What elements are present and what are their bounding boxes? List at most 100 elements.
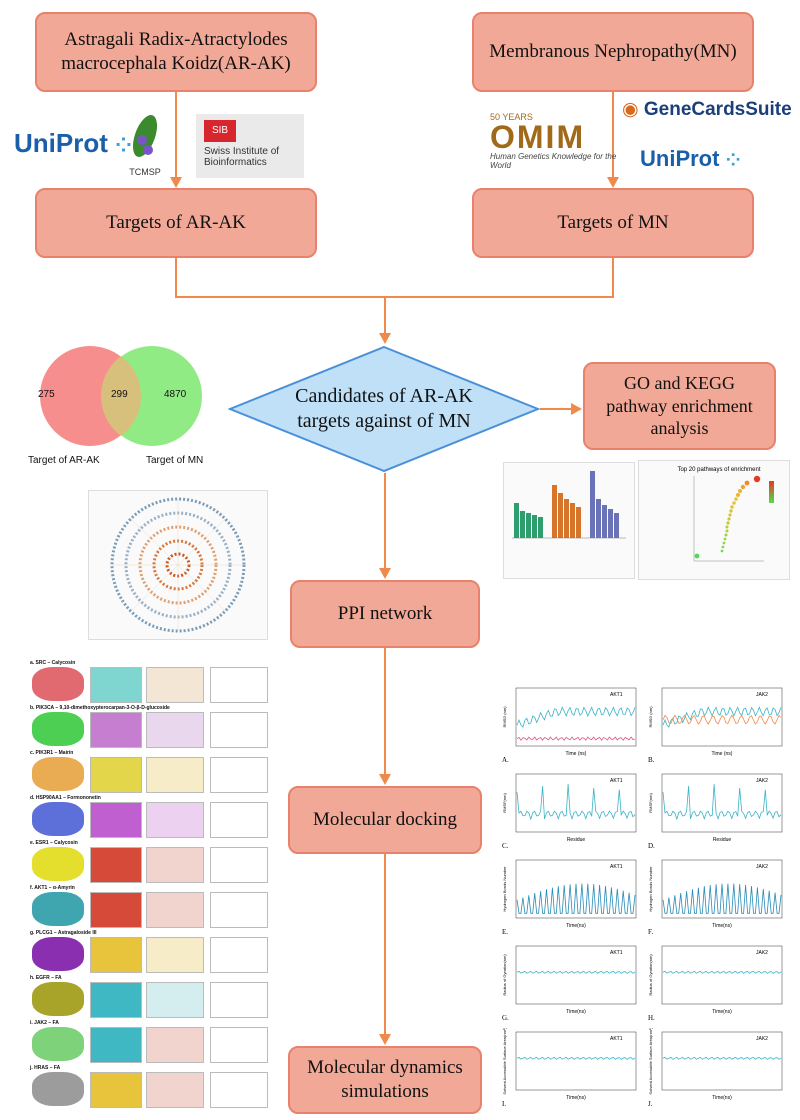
uniprot2-logo: UniProt ⁘ — [640, 146, 741, 172]
candidates-label: Candidates of AR-AK targets against of M… — [282, 372, 486, 446]
uniprot2-text: UniProt — [640, 146, 720, 171]
protein-surface-icon — [32, 757, 84, 791]
md-ylabel: RMSF(nm) — [502, 793, 507, 813]
protein-ribbon-icon — [90, 982, 142, 1018]
connector — [175, 296, 614, 298]
protein-ribbon-icon — [90, 802, 142, 838]
interaction-2d-icon — [210, 1027, 268, 1063]
md-xlabel: Time (ns) — [566, 751, 587, 757]
md-axes — [515, 687, 637, 747]
protein-surface-icon — [32, 982, 84, 1016]
md-axes — [515, 945, 637, 1005]
md-legend: AKT1 — [610, 864, 623, 870]
md-trace — [516, 736, 636, 741]
md-ylabel: RMSD (nm) — [648, 706, 653, 728]
arrow-down — [379, 774, 391, 785]
sib-abbr: SIB — [211, 125, 229, 136]
sib-name: Swiss Institute of Bioinformatics — [204, 146, 280, 168]
connector — [384, 296, 386, 334]
kegg-bubble-chart-thumbnail: Top 20 pathways of enrichment — [638, 460, 790, 580]
protein-ribbon-icon — [90, 757, 142, 793]
tcmsp-text: TCMSP — [129, 167, 161, 177]
interaction-2d-icon — [210, 667, 268, 703]
uniprot-dots-icon: ⁘ — [115, 135, 132, 157]
docking-label: Molecular docking — [312, 809, 458, 831]
docking-panel: c. PIK3R1 – Mairin — [30, 750, 268, 793]
md-panel-letter: J. — [648, 1100, 653, 1108]
kegg-title: Top 20 pathways of enrichment — [677, 467, 760, 473]
binding-site-icon — [146, 847, 204, 883]
candidates-diamond — [228, 345, 540, 473]
genecards-text: GeneCardsSuite — [643, 99, 792, 120]
interaction-2d-icon — [210, 802, 268, 838]
docking-caption: a. SRC – Calycosin — [30, 660, 76, 666]
md-ylabel: Radius of Gyration(nm) — [648, 954, 653, 996]
interaction-2d-icon — [210, 1072, 268, 1108]
go-kegg-label: GO and KEGG pathway enrichment analysis — [606, 373, 753, 439]
venn-left-count: 275 — [38, 389, 55, 400]
protein-surface-icon — [32, 712, 84, 746]
go-bar-chart-thumbnail — [503, 462, 635, 579]
arrow-down — [379, 1034, 391, 1045]
connector — [612, 92, 614, 178]
md-xlabel: Time (ns) — [712, 751, 733, 757]
docking-panel: f. AKT1 – α-Amyrin — [30, 885, 268, 928]
binding-site-icon — [146, 802, 204, 838]
go-bars — [514, 471, 619, 538]
protein-ribbon-icon — [90, 667, 142, 703]
tcmsp-logo: TCMSP — [120, 112, 170, 177]
md-panel-letter: B. — [648, 756, 655, 764]
md-legend: AKT1 — [610, 950, 623, 956]
md-trace — [662, 1056, 782, 1060]
mn-box: Membranous Nephropathy(MN) — [472, 12, 754, 92]
protein-surface-icon — [32, 937, 84, 971]
protein-ribbon-icon — [90, 712, 142, 748]
ar-ak-label: Astragali Radix-Atractylodes macrocephal… — [61, 29, 291, 74]
md-axes — [661, 687, 783, 747]
protein-ribbon-icon — [90, 847, 142, 883]
sib-mark-icon: SIB — [204, 120, 236, 142]
md-axes — [515, 859, 637, 919]
interaction-2d-icon — [210, 892, 268, 928]
md-xlabel: Time(ns) — [566, 1095, 586, 1101]
venn-diagram — [40, 346, 202, 446]
protein-surface-icon — [32, 847, 84, 881]
md-xlabel: Time(ns) — [566, 923, 586, 929]
connector — [384, 473, 386, 569]
uniprot2-dots-icon: ⁘ — [725, 150, 741, 170]
docking-caption: i. JAK2 – FA — [30, 1020, 59, 1026]
md-ylabel: RMSF(nm) — [648, 793, 653, 813]
omim-logo: 50 YEARS OMIM Human Genetics Knowledge f… — [490, 112, 620, 178]
connector — [384, 854, 386, 1034]
md-legend: AKT1 — [610, 692, 623, 698]
connector — [175, 258, 177, 298]
binding-site-icon — [146, 757, 204, 793]
kegg-bubbles — [694, 475, 761, 559]
interaction-2d-icon — [210, 712, 268, 748]
md-xlabel: Time(ns) — [566, 1009, 586, 1015]
genecards-icon: ◉ — [622, 99, 639, 120]
docking-panel: h. EGFR – FA — [30, 975, 268, 1018]
docking-caption: b. PIK3CA – 9,10-dimethoxypterocarpan-3-… — [30, 705, 170, 711]
md-ylabel: RMSD (nm) — [502, 706, 507, 728]
binding-site-icon — [146, 1027, 204, 1063]
md-xlabel: Residue — [713, 837, 732, 843]
binding-site-icon — [146, 712, 204, 748]
venn-right-label: Target of MN — [146, 455, 204, 466]
go-kegg-box: GO and KEGG pathway enrichment analysis — [583, 362, 776, 450]
docking-box: Molecular docking — [288, 786, 482, 854]
md-axes — [661, 945, 783, 1005]
targets-arak-box: Targets of AR-AK — [35, 188, 317, 258]
targets-mn-label: Targets of MN — [557, 212, 669, 234]
md-panel-letter: F. — [648, 928, 653, 936]
md-legend: JAK2 — [756, 950, 768, 956]
protein-surface-icon — [32, 802, 84, 836]
